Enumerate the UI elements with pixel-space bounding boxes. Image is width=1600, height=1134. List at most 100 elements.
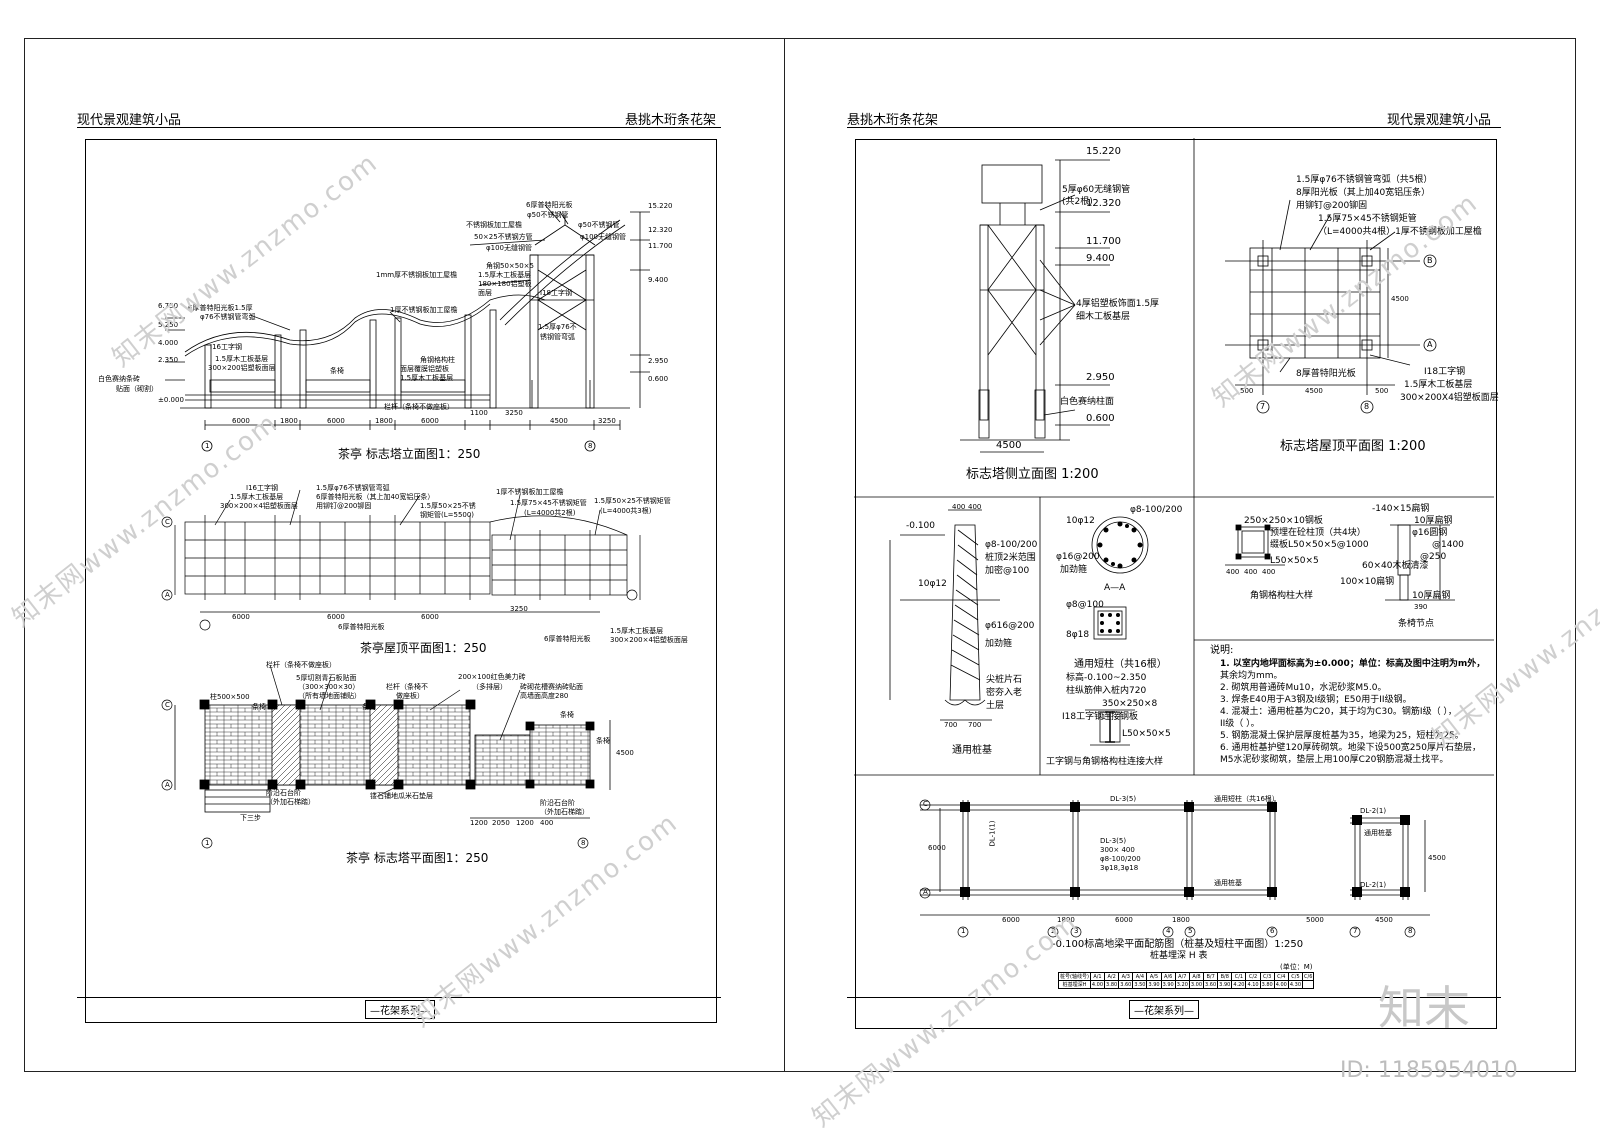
angle-note: @250 — [1420, 552, 1447, 562]
axis-mark: 5 — [1188, 927, 1193, 935]
tower-roof-note: 300×200X4铝塑板面层 — [1400, 393, 1499, 403]
elevation-note: φ100无缝钢管 — [486, 244, 532, 252]
column-note: 柱纵筋伸入桩内720 — [1066, 686, 1147, 696]
floor-note: 做座板） — [396, 692, 424, 700]
axis-mark: 8 — [1408, 927, 1413, 935]
note-item: 5. 钢筋混凝土保护层厚度桩基为35，地梁为25，短柱为25。 — [1220, 731, 1464, 741]
right-drawing-frame — [855, 139, 1497, 1029]
angle-note: 60×40木板清漆 — [1362, 561, 1429, 571]
level-label: ±0.000 — [158, 396, 184, 404]
column-note: L50×50×5 — [1122, 729, 1171, 739]
column-note: A—A — [1104, 583, 1126, 593]
right-header-rule — [847, 127, 1501, 128]
column-note: 连接钢板 — [1102, 712, 1139, 722]
table-cell: 4.30 — [1287, 980, 1304, 989]
axis-mark: 6 — [1270, 927, 1275, 935]
side-level: 0.600 — [1086, 413, 1115, 424]
roof-note: I16工字钢 — [246, 484, 278, 492]
dim-label: 3250 — [598, 417, 616, 425]
axis-mark: C — [165, 701, 170, 709]
column-note: 加劲箍 — [1060, 565, 1088, 575]
dim-label: 4500 — [550, 417, 568, 425]
floor-note: 5厚切割青石板贴面 — [296, 674, 357, 682]
angle-note: L50×50×5 — [1270, 556, 1319, 566]
beam-label: 通用桩基 — [1364, 829, 1392, 837]
floor-note: 阶沿石台阶 — [540, 799, 575, 807]
angle-note: 10厚扁钢 — [1412, 591, 1451, 601]
axis-mark: C — [923, 800, 928, 808]
axis-mark: 3 — [1074, 927, 1079, 935]
table-cell: A/6 — [1160, 972, 1176, 981]
table-cell: 3.20 — [1174, 980, 1190, 989]
right-header-title: 悬挑木珩条花架 — [847, 113, 939, 128]
note-item: M5水泥砂浆砌筑，垫层上用100厚C20钢筋混凝土找平。 — [1220, 755, 1449, 765]
elevation-note: 不锈钢板加工屋檐 — [466, 221, 522, 229]
side-level: 11.700 — [1086, 236, 1121, 247]
beam-dim: 6000 — [928, 844, 946, 852]
beam-label: 300× 400 — [1100, 846, 1135, 854]
floor-note: 栏杆（条椅不做座板） — [266, 661, 336, 669]
floor-note: 柱500×500 — [210, 693, 250, 701]
pile-note: 密夯入老 — [986, 688, 1023, 698]
level-label: 6.750 — [158, 302, 179, 310]
column-note: 350×250×8 — [1102, 699, 1158, 709]
level-label: 5.250 — [158, 321, 179, 329]
dim-label: 4500 — [616, 749, 634, 757]
level-label: 0.600 — [648, 375, 669, 383]
roof-note: 6厚普特阳光板 — [544, 635, 591, 643]
column-note: 标高-0.100~2.350 — [1066, 673, 1147, 683]
roof-note: 1.5厚50×25不锈钢矩管 — [594, 497, 671, 505]
floor-note: （外加石梯踏） — [540, 808, 589, 816]
left-footer-rule — [77, 997, 721, 998]
h-table-title: 桩基埋深 H 表 — [1150, 951, 1208, 961]
axis-mark: B — [1427, 256, 1433, 265]
level-label: 12.320 — [648, 226, 673, 234]
level-label: 15.220 — [648, 202, 673, 210]
column-note: I18工字钢 — [1062, 712, 1104, 722]
roof-note: (L=4000共2根) — [524, 509, 576, 517]
table-cell: C/5 — [1287, 972, 1304, 981]
column-note: 10φ12 — [1066, 516, 1095, 526]
axis-mark: 1 — [961, 927, 966, 935]
note-item: 4. 混凝土：通用桩基为C20，其于均为C30。钢筋I级（ ）， — [1220, 707, 1457, 717]
table-cell: 桩号(轴线号) — [1058, 972, 1091, 981]
tower-roof-dim: 500 — [1375, 387, 1389, 395]
elevation-note: φ50不锈钢管 — [578, 221, 620, 229]
beam-label: 通用短柱（共16根） — [1214, 795, 1279, 803]
angle-dim: 400 — [1226, 568, 1240, 576]
tower-roof-dim: 500 — [1240, 387, 1254, 395]
table-cell: 桩基埋深H — [1058, 980, 1091, 989]
left-header-subtitle: 悬挑木珩条花架 — [625, 113, 717, 128]
beam-label: DL-2(1) — [1360, 807, 1387, 815]
axis-mark: A — [165, 591, 170, 599]
tower-roof-title: 标志塔屋顶平面图 1:200 — [1280, 439, 1426, 454]
floor-note: 200×100红色美力砖 — [458, 673, 526, 681]
level-label: 2.950 — [648, 357, 669, 365]
tower-roof-note: 1.5厚75×45不锈钢矩管 — [1318, 214, 1417, 224]
dim-label: 1800 — [375, 417, 393, 425]
table-cell: C/3 — [1259, 972, 1275, 981]
beam-dim: 6000 — [1002, 916, 1020, 924]
side-note: 5厚φ60无缝钢管 — [1062, 185, 1131, 195]
side-level: 2.950 — [1086, 372, 1115, 383]
tower-roof-note: （L=4000共4根）1厚不锈钢板加工屋檐 — [1318, 227, 1482, 237]
elevation-note: 面层覆膜铝塑板 — [400, 365, 449, 373]
roof-note: 1.5厚木工板基层 — [610, 627, 664, 635]
beam-dim: 6000 — [1115, 916, 1133, 924]
angle-note: @1400 — [1432, 540, 1464, 550]
column-note: 8φ18 — [1066, 630, 1090, 640]
angle-note: 100×10扁钢 — [1340, 577, 1395, 587]
column-note: φ8@100 — [1066, 600, 1104, 610]
level-label: 2.350 — [158, 356, 179, 364]
table-cell: 3.60 — [1203, 980, 1219, 989]
table-cell: B/8 — [1217, 972, 1233, 981]
beam-dim: 5000 — [1306, 916, 1324, 924]
roof-note: 1.5厚75×45不锈钢矩管 — [510, 499, 587, 507]
side-dim: 4500 — [996, 440, 1022, 451]
column-note: φ16@200 — [1056, 552, 1100, 562]
table-cell: 3.90 — [1160, 980, 1176, 989]
angle-note: φ16圆钢 — [1412, 528, 1448, 538]
dim-label: 6000 — [232, 613, 250, 621]
